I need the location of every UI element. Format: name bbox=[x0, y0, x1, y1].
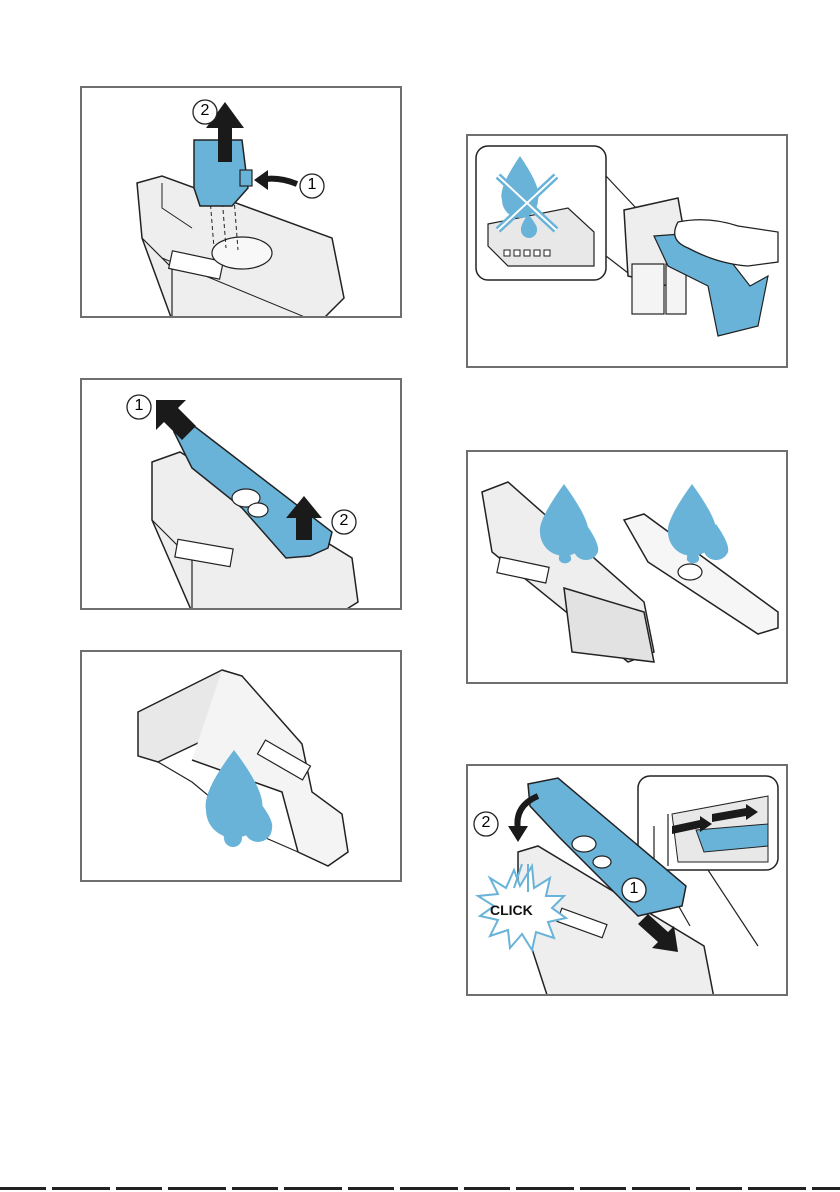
callout-2: 2 bbox=[198, 102, 212, 120]
callout-2: 2 bbox=[479, 814, 493, 832]
illustration-rinse-drawer bbox=[80, 650, 402, 882]
illustration-wipe-dry bbox=[466, 134, 788, 368]
callout-2: 2 bbox=[337, 512, 351, 530]
illustration-lift-insert: 1 2 bbox=[80, 378, 402, 610]
click-label: CLICK bbox=[490, 902, 533, 918]
footer-rule bbox=[0, 1187, 840, 1190]
callout-1: 1 bbox=[627, 880, 641, 898]
callout-1: 1 bbox=[132, 397, 146, 415]
illustration-rinse-both-parts bbox=[466, 450, 788, 684]
illustration-remove-siphon-cap: 2 1 bbox=[80, 86, 402, 318]
callout-1: 1 bbox=[305, 176, 319, 194]
illustration-reinsert-click: 2 1 CLICK bbox=[466, 764, 788, 996]
